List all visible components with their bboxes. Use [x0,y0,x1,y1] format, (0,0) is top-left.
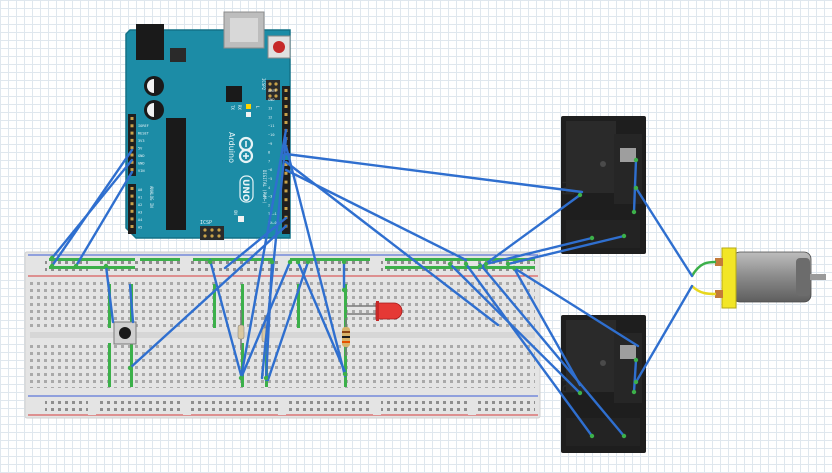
power-pin-label-3: 5V [138,147,143,151]
analog-header [128,184,136,234]
power-pin-label-5: GND [138,162,145,166]
analog-pin-label-5: A5 [138,226,142,230]
digital-header-top [282,86,290,154]
analog-pin-label-2: A2 [138,203,142,207]
digital-pin-label-7: 8 [268,151,270,155]
power-pin-label-6: VIN [138,169,145,173]
tx-label: TX [230,105,235,110]
analog-label: ANALOG IN [149,186,154,208]
relay-1-contact [620,148,636,162]
digital-label: DIGITAL (PWM~) [262,170,267,204]
terminal-strip-top [30,282,535,329]
push-button[interactable] [113,321,137,345]
icsp-header [200,226,224,240]
uno-badge: UNO [239,175,254,203]
power-pin-label-4: GND [138,154,145,158]
motor-terminal-2 [715,290,723,298]
red-led [346,301,403,321]
jumper-wires [50,128,694,438]
digital-pin-label-10: ~5 [268,177,272,181]
digital-pin-label-2: 13 [268,107,272,111]
voltage-regulator [170,48,186,62]
digital-pin-label-11: 4 [268,186,270,190]
motor-terminal-1 [715,258,723,266]
push-button-cap[interactable] [119,327,131,339]
power-jack [136,24,164,60]
power-header [128,114,136,176]
relay-2-label: RL [559,374,578,394]
bottom-power-rail [45,399,535,413]
power-pin-label-1: RESET [138,132,150,136]
arduino-brand-text: Arduino [227,132,236,163]
rx-label: RX [237,105,242,110]
power-pin-label-2: 3V3 [138,139,145,143]
motor-shaft [810,274,826,280]
digital-pin-label-15: RX←0 [268,221,277,225]
analog-pin-label-1: A1 [138,196,142,200]
digital-pin-label-4: ~11 [268,124,275,128]
arduino-uno-board[interactable]: Arduino UNO DIGITAL (PWM~) ANALOG IN ICS… [125,11,291,240]
digital-pin-label-1: GND [268,98,275,102]
led-resistor [342,318,350,356]
arduino-logo [238,136,254,164]
icsp2-label: ICSP2 [261,78,266,91]
relay-module-1[interactable]: RL [559,116,646,254]
analog-pin-label-0: A0 [138,188,142,192]
icsp2-header [266,80,280,100]
digital-pin-label-12: ~3 [268,195,272,199]
uno-text: UNO [240,179,250,202]
motor-endcap [721,247,737,309]
atmega-chip [166,118,186,230]
terminal-strip-bottom [30,341,535,388]
relay-1-label: RL [559,176,578,196]
digital-pin-label-6: ~9 [268,142,272,146]
digital-pin-label-3: 12 [268,115,272,119]
digital-pin-label-5: ~10 [268,133,275,137]
digital-pin-label-0: AREF [268,89,277,93]
l-label: L [255,106,260,109]
icsp-label: ICSP [200,220,212,226]
relay-module-2[interactable]: RL [559,315,646,453]
dc-motor[interactable] [715,247,826,309]
analog-pin-label-3: A3 [138,211,142,215]
digital-pin-label-8: 7 [268,159,270,163]
analog-pin-label-4: A4 [138,218,142,222]
power-pin-label-0: IOREF [138,124,149,128]
motor-leads [690,260,717,296]
relay-2-contact [620,345,636,359]
digital-pin-label-9: ~6 [268,168,272,172]
digital-pin-label-13: 2 [268,203,270,207]
digital-header-bottom [282,160,290,234]
wire-endpoints [49,157,639,439]
digital-pin-label-14: TX→1 [268,212,277,216]
top-power-rail [45,258,535,273]
resistor-1 [237,310,245,350]
reset-button[interactable] [273,41,285,53]
on-label: ON [233,210,238,215]
